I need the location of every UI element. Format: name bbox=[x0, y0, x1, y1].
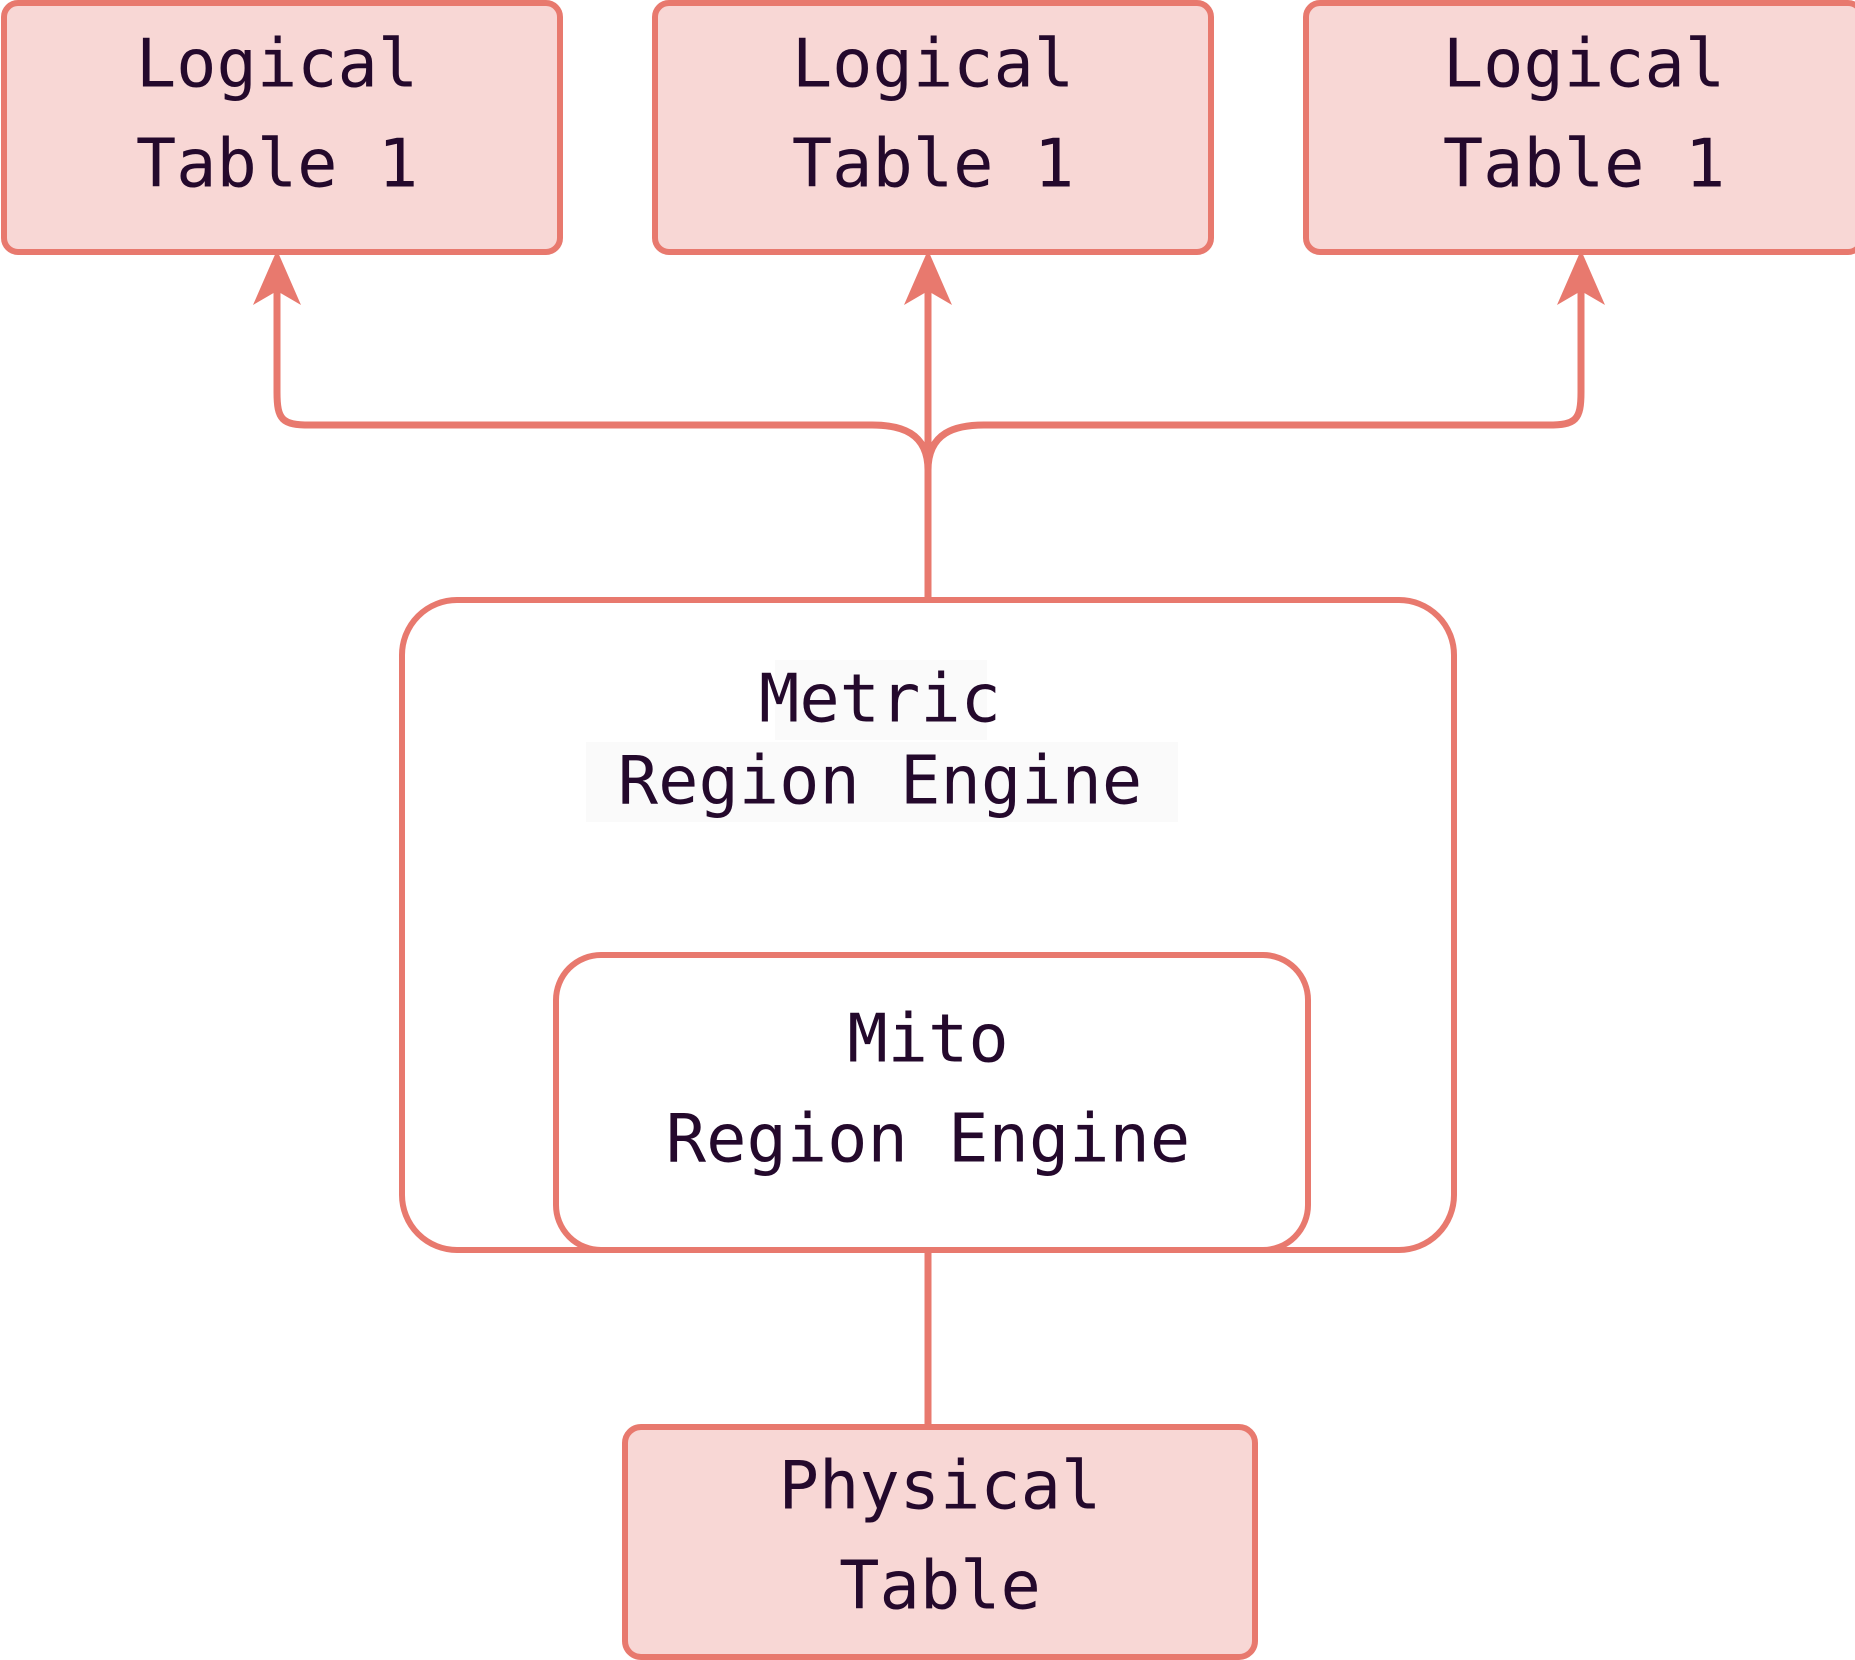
logical-table-1-b-label-line1: Logical bbox=[792, 25, 1074, 103]
logical-table-1-a-label-line2: Table 1 bbox=[136, 125, 418, 203]
logical-table-1-c-label-line1: Logical bbox=[1443, 25, 1725, 103]
edge-metric-to-logical-a-line bbox=[273, 283, 932, 471]
metric-label-line2-bg bbox=[586, 742, 1178, 822]
arrow-head-logical-c bbox=[1557, 250, 1605, 305]
physical-table-label-line2: Table bbox=[839, 1547, 1041, 1625]
metric-region-engine-label-line2: Region Engine bbox=[618, 742, 1142, 820]
arrow-head-logical-a bbox=[253, 250, 301, 305]
arrow-head-logical-b bbox=[904, 250, 952, 305]
logical-table-1-c-box[interactable] bbox=[1303, 0, 1855, 255]
logical-table-1-c-label-line2: Table 1 bbox=[1443, 125, 1725, 203]
edge-metric-to-logical-c-line bbox=[924, 283, 1585, 471]
metric-label-line1-bg bbox=[775, 660, 987, 740]
mito-region-engine-label-line2: Region Engine bbox=[666, 1100, 1190, 1178]
logical-table-1-b-label-line2: Table 1 bbox=[792, 125, 1074, 203]
logical-table-1-a-box[interactable] bbox=[1, 0, 563, 255]
mito-region-engine-box[interactable] bbox=[553, 952, 1311, 1253]
mito-region-engine-label-line1: Mito bbox=[847, 1000, 1008, 1078]
logical-table-1-b-box[interactable] bbox=[652, 0, 1214, 255]
logical-table-1-a-label-line1: Logical bbox=[136, 25, 418, 103]
physical-table-box[interactable] bbox=[622, 1424, 1258, 1660]
metric-region-engine-label-line1: Metric bbox=[759, 660, 1001, 738]
physical-table-label-line1: Physical bbox=[779, 1447, 1102, 1525]
